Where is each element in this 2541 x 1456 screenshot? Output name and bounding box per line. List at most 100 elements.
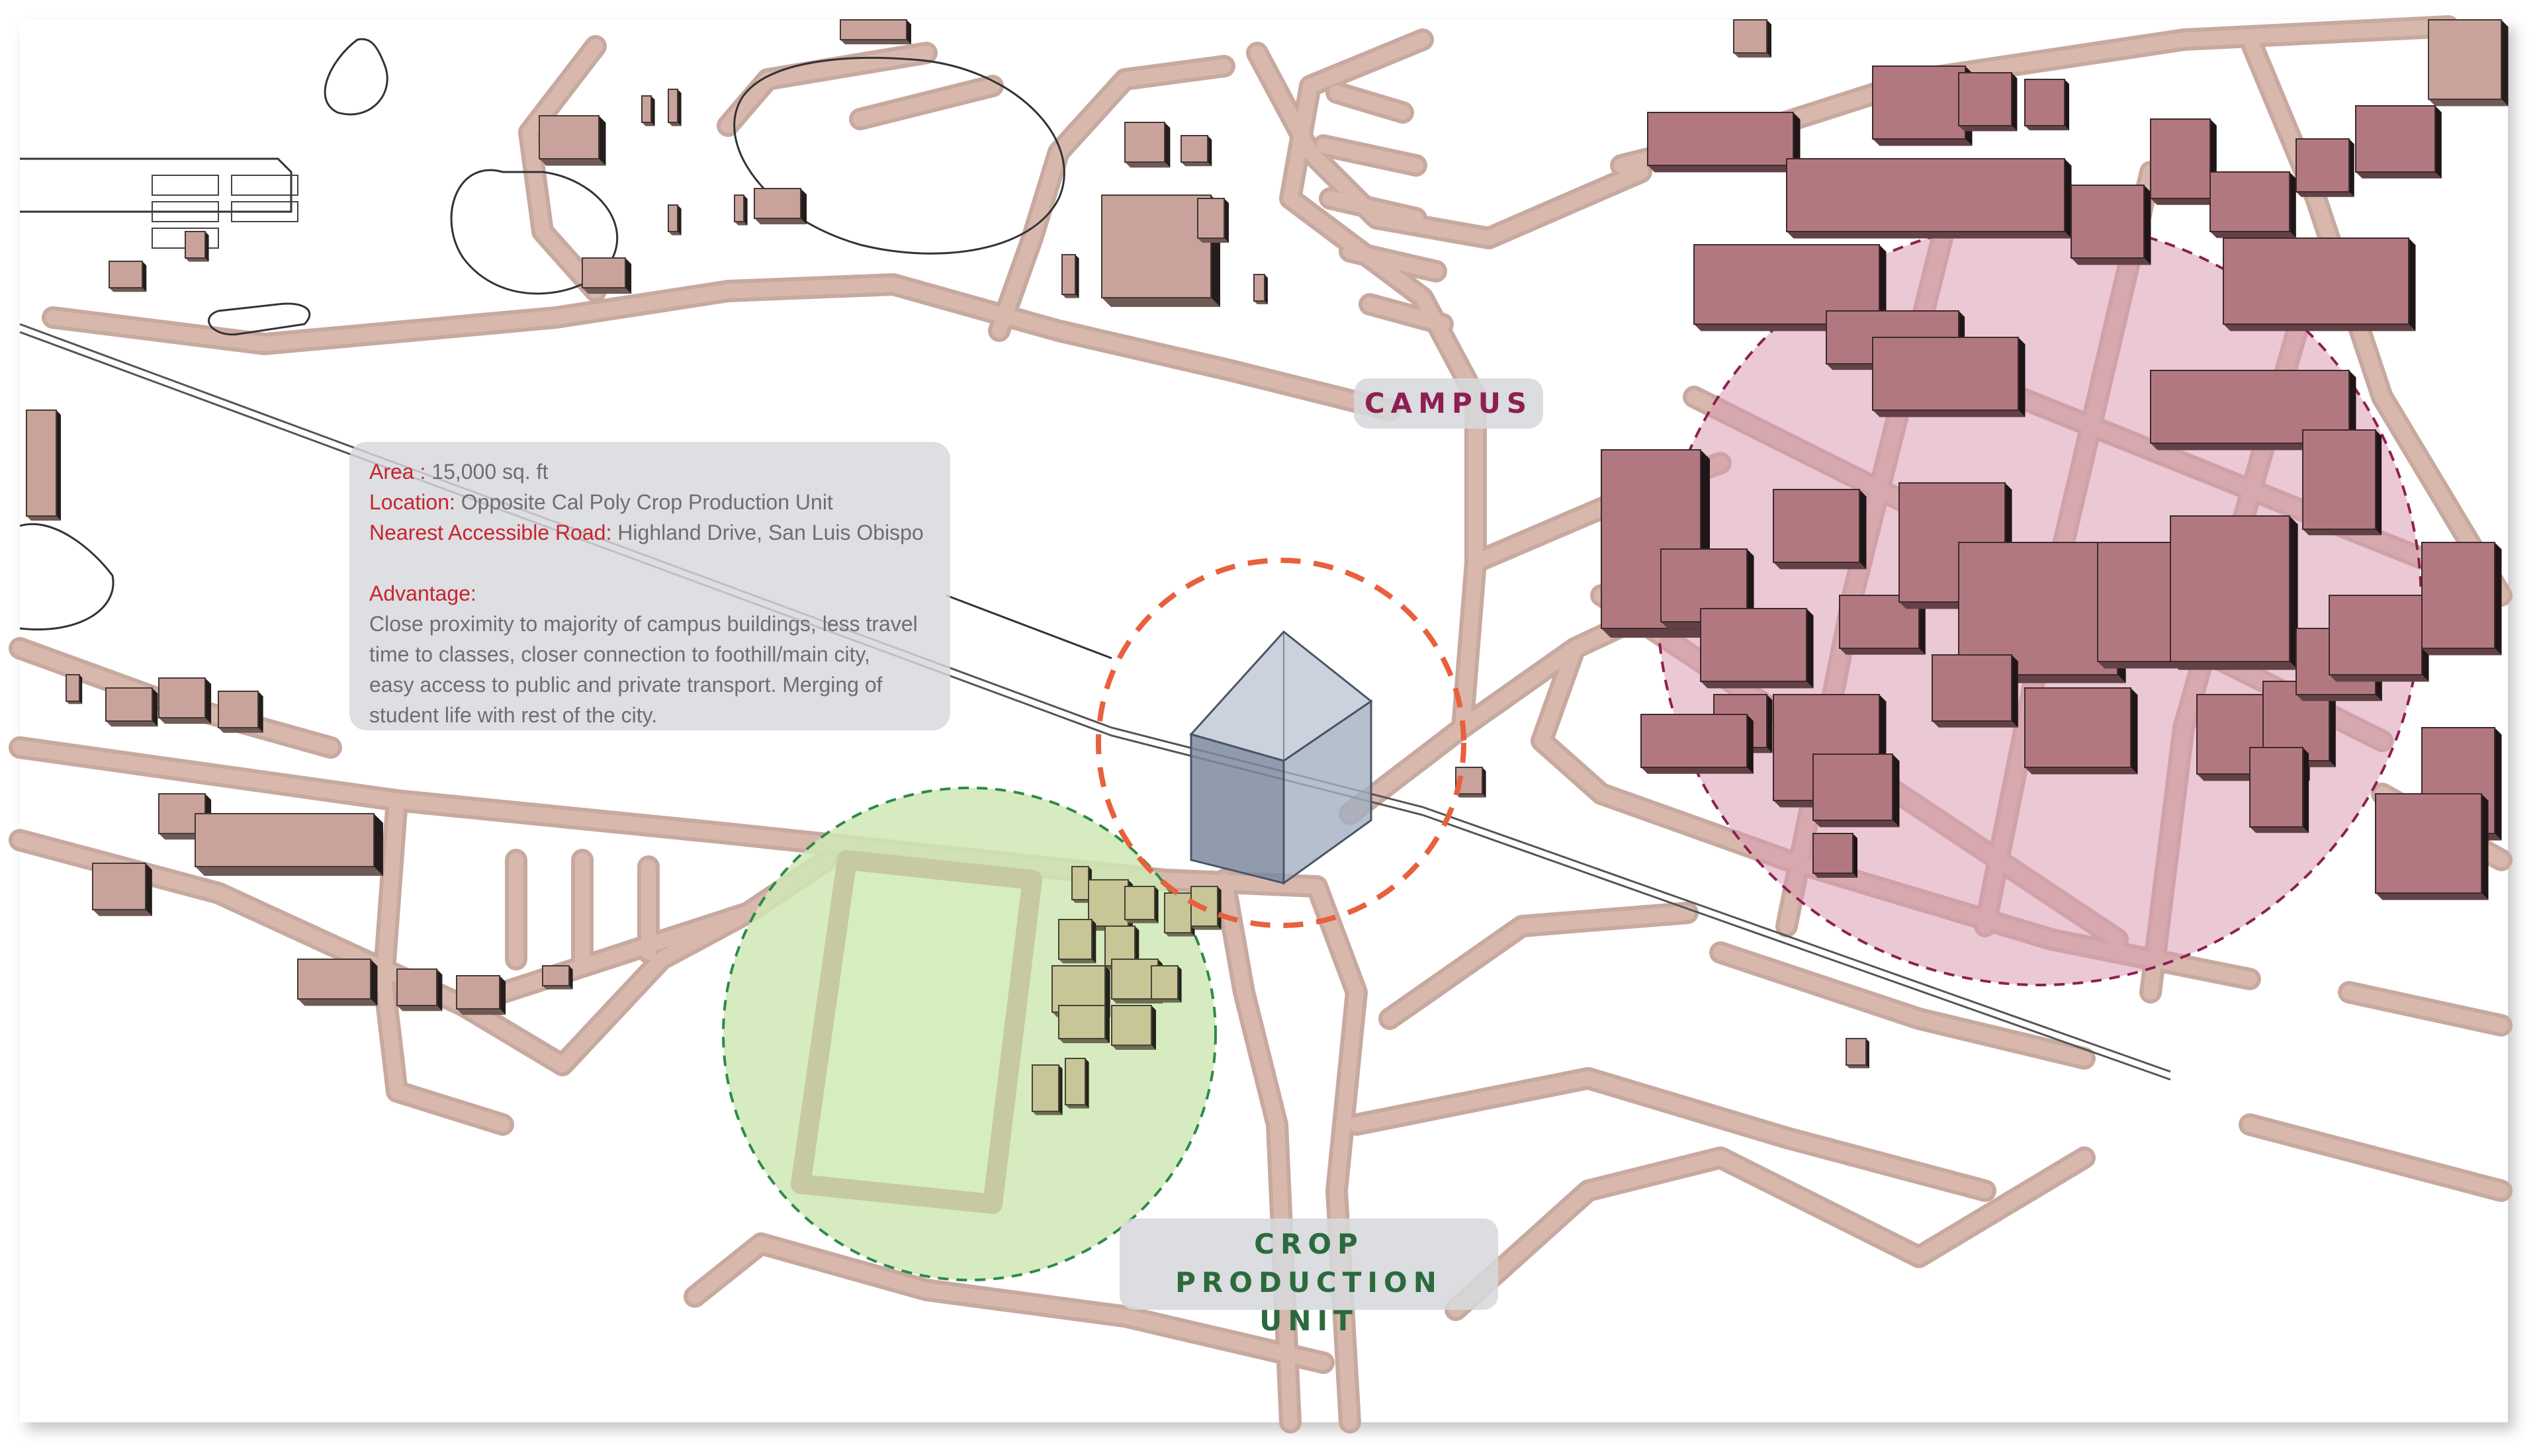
road-value: Highland Drive, San Luis Obispo: [617, 521, 924, 544]
building: [456, 975, 506, 1015]
crop-building: [1151, 965, 1182, 1003]
crop-label-line-2: UNIT: [1259, 1305, 1359, 1337]
road: [377, 793, 510, 1132]
road: [1449, 1150, 2092, 1317]
building: [582, 257, 632, 294]
building: [185, 231, 209, 262]
building: [668, 204, 682, 236]
building: [218, 691, 263, 733]
building: [734, 194, 748, 226]
site-boundary-circle: [1096, 558, 1466, 928]
building: [1197, 198, 1229, 243]
building: [1061, 254, 1079, 298]
campus-building: [1786, 158, 2072, 239]
advantage-line-3: easy access to public and private transp…: [369, 673, 883, 697]
advantage-label: Advantage:: [369, 581, 476, 605]
advantage-line-1: Close proximity to majority of campus bu…: [369, 612, 918, 636]
crop-label-line-1: CROP PRODUCTION: [1175, 1228, 1443, 1299]
crop-building: [1124, 886, 1159, 923]
road: [721, 46, 1000, 133]
campus-building: [2329, 595, 2429, 682]
area-label: Area :: [369, 460, 426, 484]
building: [2428, 19, 2509, 107]
building: [195, 813, 383, 876]
campus-building: [1700, 608, 1814, 689]
site-info-panel: Area : 15,000 sq. ft Location: Opposite …: [349, 442, 950, 730]
campus-building: [1872, 337, 2026, 417]
campus-building: [1647, 112, 1801, 173]
road: [13, 740, 1324, 894]
buildings: [26, 19, 2509, 1068]
crop-production-label: CROP PRODUCTION UNIT: [1120, 1219, 1498, 1337]
road-label: Nearest Accessible Road:: [369, 521, 612, 544]
area-row: Area : 15,000 sq. ft: [369, 456, 930, 487]
campus-building: [1872, 65, 1973, 146]
proposed-site-block: [1189, 630, 1373, 885]
crop-building: [1111, 1005, 1156, 1050]
road: [456, 906, 755, 1072]
building: [26, 409, 61, 521]
building: [754, 188, 807, 225]
crop-building: [1065, 1058, 1089, 1109]
crop-field: [791, 850, 1042, 1214]
campus-building: [2071, 185, 2151, 265]
road: [992, 59, 1231, 338]
road-row: Nearest Accessible Road: Highland Drive,…: [369, 517, 930, 548]
building: [539, 115, 606, 166]
campus-label-text: CAMPUS: [1364, 387, 1533, 419]
campus-building: [2150, 118, 2217, 205]
campus-building: [1773, 489, 1867, 570]
campus-building: [1812, 753, 1900, 828]
road: [1382, 906, 1695, 1026]
campus-building: [2355, 105, 2442, 179]
building: [542, 965, 573, 990]
campus-building: [2375, 793, 2489, 900]
advantage-line-4: student life with rest of the city.: [369, 703, 658, 727]
building: [396, 968, 443, 1011]
crop-building: [1058, 919, 1096, 964]
campus-building: [2170, 515, 2298, 670]
campus-building: [2024, 79, 2069, 130]
crop-building: [1032, 1064, 1063, 1115]
location-value: Opposite Cal Poly Crop Production Unit: [461, 490, 833, 514]
building: [641, 95, 655, 126]
road: [1316, 85, 1450, 331]
building: [92, 863, 152, 916]
crop-building: [1058, 1005, 1110, 1043]
campus-building: [2302, 429, 2382, 536]
building: [1253, 274, 1268, 304]
campus-building: [2421, 542, 2502, 656]
building: [840, 19, 911, 44]
road: [1349, 1071, 1992, 1198]
leader-line: [946, 594, 1112, 660]
road: [46, 277, 1397, 417]
campus-building: [2209, 171, 2296, 238]
road: [1250, 46, 1648, 245]
building: [66, 674, 83, 705]
crop-production-buildings: [1032, 866, 1222, 1115]
area-value: 15,000 sq. ft: [431, 460, 549, 484]
building: [109, 261, 147, 292]
building: [158, 677, 212, 724]
campus-building: [2024, 687, 2138, 775]
campus-building: [1640, 714, 1754, 774]
location-label: Location:: [369, 490, 455, 514]
campus-building: [2249, 747, 2309, 834]
advantage-line-2: time to classes, closer connection to fo…: [369, 642, 871, 666]
road: [509, 853, 656, 973]
building: [668, 89, 682, 126]
location-row: Location: Opposite Cal Poly Crop Product…: [369, 487, 930, 517]
road: [688, 1236, 1331, 1370]
road: [1713, 945, 2092, 1066]
campus-building: [1958, 542, 2126, 683]
campus-buildings: [1601, 65, 2502, 900]
campus-building: [2296, 138, 2354, 197]
building: [1124, 122, 1171, 168]
campus-building: [1932, 654, 2018, 728]
road: [522, 39, 603, 298]
building: [297, 959, 378, 1006]
campus-building: [1812, 833, 1857, 878]
campus-building: [2223, 237, 2416, 331]
